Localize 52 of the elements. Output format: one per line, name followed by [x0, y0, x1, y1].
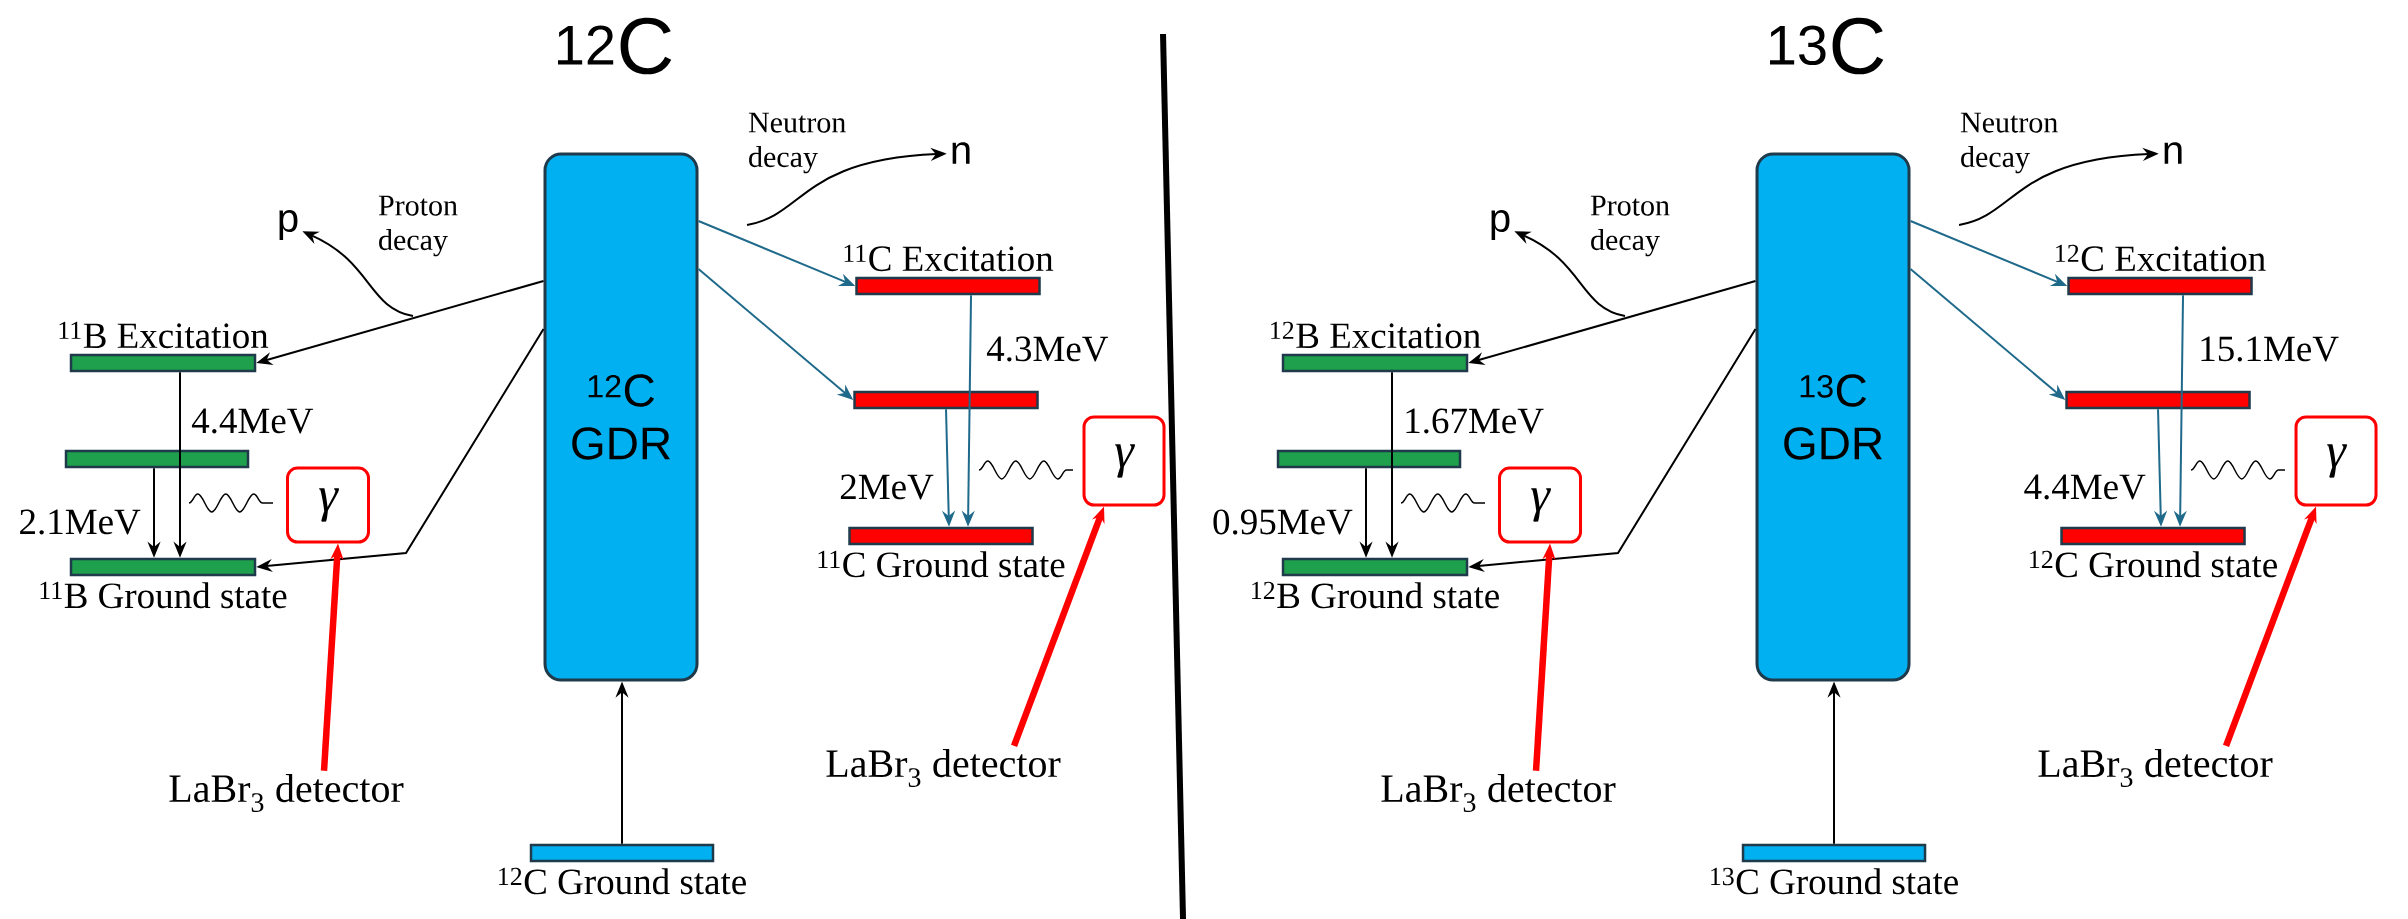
gamma-box: γ: [2294, 415, 2378, 507]
decay-label: Proton decay: [378, 195, 458, 257]
energy-level-bar: [2065, 390, 2251, 410]
energy-label: 2MeV: [840, 474, 934, 500]
energy-label: 1.67MeV: [1406, 408, 1544, 434]
energy-level-bar: $^{12}$B Excitation: [1271, 321, 1481, 373]
title-label: $^{13}$C: [1770, 17, 1884, 75]
detector-label: LaBr$_{3}$ detector: [2038, 749, 2273, 787]
node-label: $^{12}$C Excitation: [2056, 244, 2266, 272]
resonance-box: $^{13}$C GDR: [1755, 152, 1911, 682]
particle-label: p: [1491, 210, 1510, 240]
detector-label: LaBr$_{3}$ detector: [169, 774, 404, 812]
energy-level-bar: $^{12}$C Excitation: [2056, 244, 2266, 296]
energy-label: 2.1MeV: [20, 509, 141, 535]
energy-level-bar: $^{11}$C Excitation: [844, 244, 1054, 296]
particle-label: n: [952, 142, 970, 164]
node-label: $^{12}$B Excitation: [1271, 321, 1481, 349]
energy-level-bar: $^{11}$C Ground state: [818, 526, 1065, 578]
node-label: $^{11}$C Excitation: [844, 244, 1054, 272]
decay-label: Proton decay: [1590, 195, 1670, 257]
node-label: $^{11}$C Ground state: [818, 550, 1065, 578]
decay-label: Neutron decay: [748, 112, 846, 174]
energy-label: 4.4MeV: [2024, 474, 2146, 500]
gamma-box: γ: [1082, 415, 1166, 507]
energy-level-bar: $^{12}$B Ground state: [1252, 557, 1499, 609]
title-label: $^{12}$C: [558, 17, 672, 75]
gamma-box: γ: [286, 466, 370, 544]
node-label: $^{12}$C Ground state: [2030, 550, 2277, 578]
energy-label: 0.95MeV: [1213, 509, 1353, 535]
energy-level-bar: [64, 449, 250, 469]
resonance-box: $^{12}$C GDR: [543, 152, 699, 682]
energy-label: 4.4MeV: [191, 408, 314, 434]
particle-label: n: [2164, 142, 2182, 164]
node-label: $^{11}$B Excitation: [59, 321, 269, 349]
energy-label: 4.3MeV: [986, 336, 1109, 362]
gamma-box: γ: [1498, 466, 1582, 544]
energy-level-bar: [1276, 449, 1462, 469]
node-label: $^{13}$C Ground state: [1711, 867, 1958, 895]
detector-label: LaBr$_{3}$ detector: [826, 749, 1061, 787]
energy-level-bar: $^{13}$C Ground state: [1711, 843, 1958, 895]
energy-level-bar: [853, 390, 1039, 410]
energy-level-bar: $^{11}$B Excitation: [59, 321, 269, 373]
node-label: $^{11}$B Ground state: [40, 581, 287, 609]
energy-level-bar: $^{11}$B Ground state: [40, 557, 287, 609]
node-label: $^{12}$C Ground state: [499, 867, 746, 895]
energy-level-bar: $^{12}$C Ground state: [499, 843, 746, 895]
detector-label: LaBr$_{3}$ detector: [1381, 774, 1616, 812]
node-label: $^{12}$B Ground state: [1252, 581, 1499, 609]
particle-label: p: [279, 210, 298, 240]
energy-level-bar: $^{12}$C Ground state: [2030, 526, 2277, 578]
decay-label: Neutron decay: [1960, 112, 2058, 174]
energy-label: 15.1MeV: [2201, 336, 2339, 362]
